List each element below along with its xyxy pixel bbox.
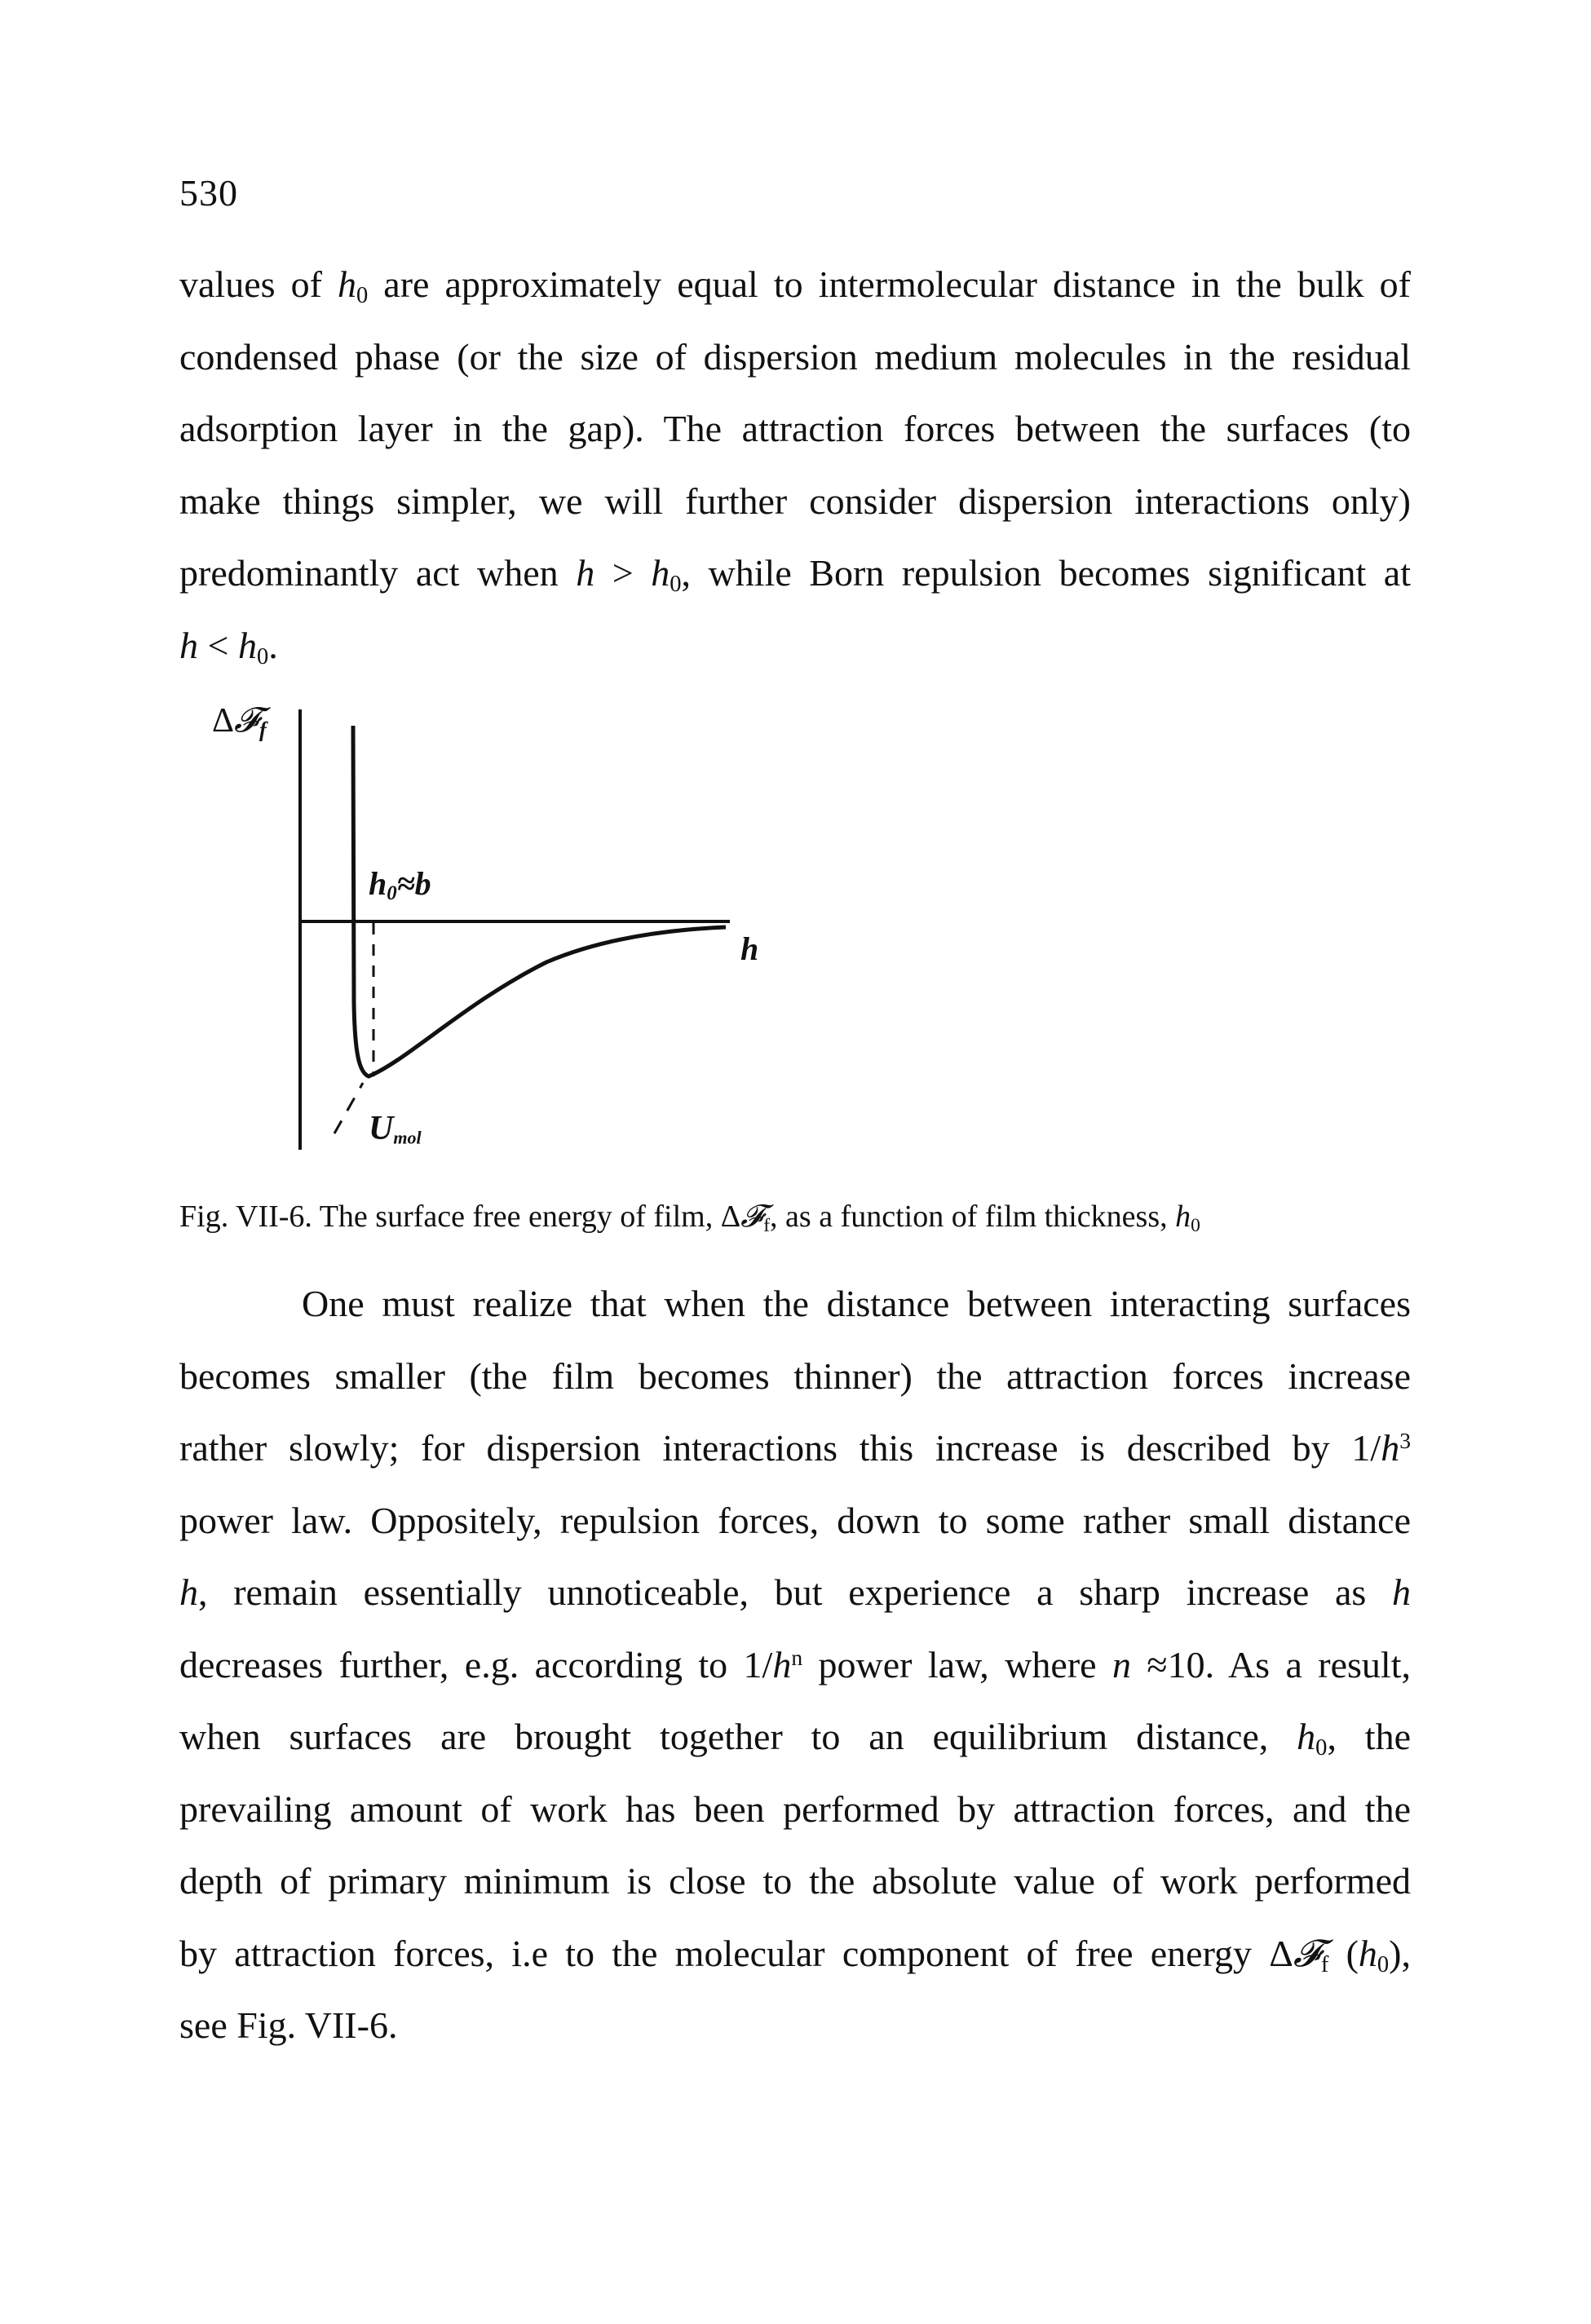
paragraph-1-line: adsorption layer in the gap). The attrac… xyxy=(179,408,1411,449)
figure-caption: Fig. VII-6. The surface free energy of f… xyxy=(179,1200,1200,1236)
paragraph-2-line: decreases further, e.g. according to 1/h… xyxy=(179,1643,1411,1686)
paragraph-2: One must realize that when the distance … xyxy=(179,1268,1411,2062)
paragraph-2-line: h, remain essentially unnoticeable, but … xyxy=(179,1571,1411,1613)
x-axis-label: h xyxy=(740,930,759,967)
energy-curve xyxy=(351,725,727,1079)
paragraph-1-line: predominantly act when h > h0, while Bor… xyxy=(179,552,1411,598)
paragraph-2-line: prevailing amount of work has been perfo… xyxy=(179,1787,1411,1830)
page-number: 530 xyxy=(179,172,238,214)
y-axis-label: Δ𝓕f xyxy=(212,702,267,742)
paragraph-2-line: rather slowly; for dispersion interactio… xyxy=(179,1427,1411,1469)
paragraph-2-line: when surfaces are brought together to an… xyxy=(179,1716,1412,1761)
paragraph-1-line: h < h0. xyxy=(179,624,278,669)
paragraph-2-line: see Fig. VII-6. xyxy=(179,2004,398,2046)
paragraph-2-line: becomes smaller (the film becomes thinne… xyxy=(179,1354,1411,1397)
paragraph-1: values of h0 are approximately equal to … xyxy=(179,249,1411,682)
paragraph-2-line: One must realize that when the distance … xyxy=(302,1283,1411,1324)
paragraph-2-line: by attraction forces, i.e to the molecul… xyxy=(179,1932,1411,1977)
h0-label: h0≈b xyxy=(369,865,431,905)
figure-drawing xyxy=(298,709,730,1150)
umol-pointer-line xyxy=(333,1082,365,1134)
paragraph-2-line: depth of primary minimum is close to the… xyxy=(179,1860,1411,1902)
paragraph-2-line: power law. Oppositely, repulsion forces,… xyxy=(179,1499,1411,1541)
umol-label: Umol xyxy=(369,1110,422,1148)
energy-curve-figure: Δ𝓕f h0≈b h Umol xyxy=(196,693,815,1166)
paragraph-1-line: values of h0 are approximately equal to … xyxy=(179,263,1411,309)
paragraph-1-line: make things simpler, we will further con… xyxy=(179,479,1411,522)
paragraph-1-line: condensed phase (or the size of dispersi… xyxy=(179,335,1411,378)
